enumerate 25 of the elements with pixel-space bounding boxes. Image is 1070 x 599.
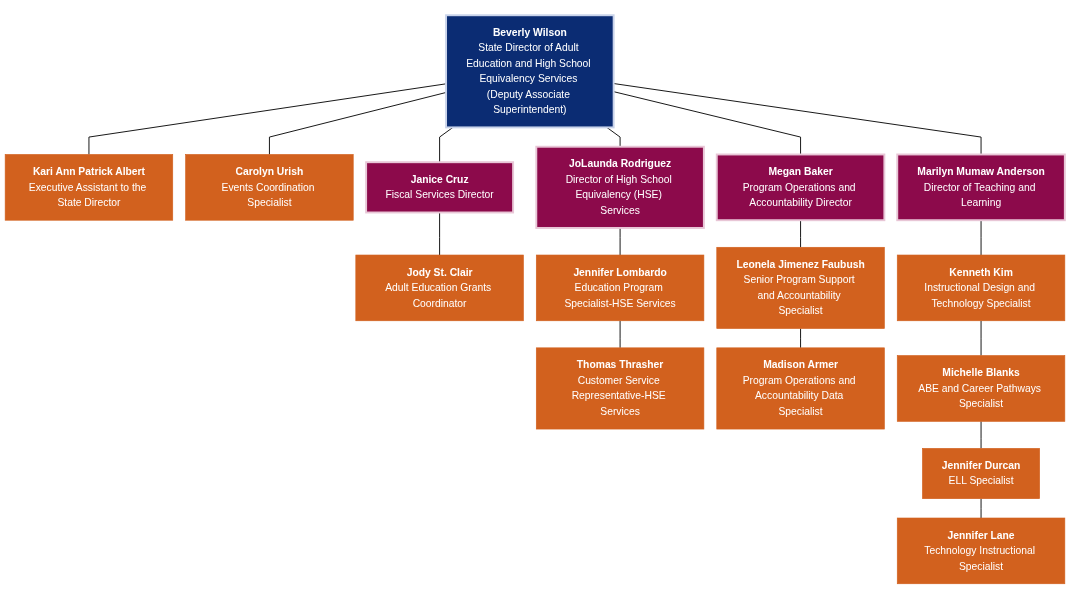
node-box: Kenneth Kim Instructional Design and Technology Specialist — [896, 254, 1066, 322]
node-box: Janice Cruz Fiscal Services Director — [365, 161, 515, 214]
connector — [613, 83, 982, 155]
connector — [800, 219, 802, 248]
connector — [88, 83, 447, 155]
node-box: Marilyn Mumaw Anderson Director of Teaching and Learning — [896, 153, 1066, 222]
node-box: Jennifer Durcan ELL Specialist — [922, 448, 1040, 499]
connector — [439, 212, 441, 256]
connector — [606, 126, 621, 148]
node-box: Kari Ann Patrick Albert Executive Assistant to the State Director — [4, 154, 174, 221]
connector — [800, 328, 802, 349]
connector — [439, 126, 454, 163]
node-box: JoLaunda Rodriguez Director of High School Equivalency (HSE) Services — [535, 145, 705, 229]
node-box: Madison Armer Program Operations and Accountability Data Specialist — [716, 347, 885, 430]
node-box: Beverly Wilson State Director of Adult Education and High School Equivalency Services (Deputy Associate Superintendent) — [445, 14, 615, 129]
node-box: Megan Baker Program Operations and Accountability Director — [715, 153, 886, 222]
node-box: Michelle Blanks ABE and Career Pathways Specialist — [896, 355, 1066, 422]
node-box: Jennifer Lombardo Education Program Specialist-HSE Services — [535, 254, 705, 322]
connector — [268, 92, 447, 155]
node-box: Carolyn Urish Events Coordination Specialist — [185, 154, 354, 221]
connector — [613, 91, 802, 155]
node-box: Jody St. Clair Adult Education Grants Coordinator — [355, 254, 524, 322]
node-box: Leonela Jimenez Faubush Senior Program Support and Accountability Specialist — [716, 246, 885, 329]
node-box: Thomas Thrasher Customer Service Representative-HSE Services — [535, 347, 705, 430]
node-box: Jennifer Lane Technology Instructional Specialist — [896, 517, 1066, 585]
